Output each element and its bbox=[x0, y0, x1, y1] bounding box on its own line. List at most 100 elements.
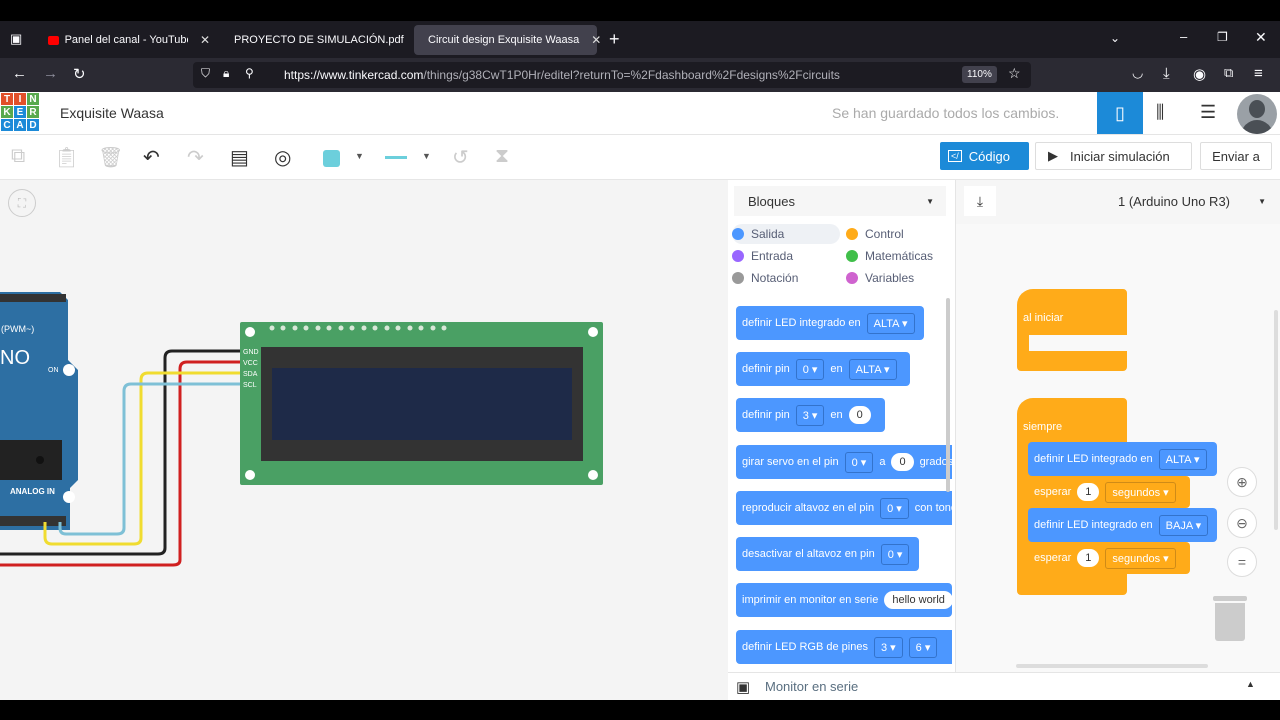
trash-icon[interactable] bbox=[1213, 596, 1247, 642]
paste-icon[interactable]: 📋︎ bbox=[54, 147, 80, 169]
category-control[interactable]: Control bbox=[846, 227, 904, 241]
category-entrada[interactable]: Entrada bbox=[732, 249, 793, 263]
circuit-diagram: (PWM~) NO ON ANALOG IN GND VCC SDA SCL bbox=[0, 292, 603, 567]
design-title[interactable]: Exquisite Waasa bbox=[60, 105, 164, 121]
schematic-view-icon[interactable]: ⫼ bbox=[1156, 102, 1165, 122]
category-variables[interactable]: Variables bbox=[846, 271, 914, 285]
fit-view-icon[interactable]: ⛶ bbox=[8, 189, 36, 217]
tab-list-icon[interactable]: ▣ bbox=[10, 31, 23, 46]
breadboard-icon: ▯ bbox=[1115, 102, 1125, 123]
close-tab-icon[interactable]: ✕ bbox=[199, 33, 210, 47]
editor-mode-dropdown[interactable]: Bloques ▼ bbox=[734, 186, 946, 216]
restore-button[interactable]: ❐ bbox=[1217, 30, 1228, 44]
wire-sda[interactable] bbox=[43, 371, 240, 546]
workspace-horizontal-scrollbar[interactable] bbox=[1016, 664, 1208, 668]
youtube-icon bbox=[48, 35, 59, 45]
device-dropdown[interactable]: 1 (Arduino Uno R3) ▼ bbox=[1106, 186, 1274, 216]
category-salida[interactable]: Salida bbox=[732, 227, 784, 241]
ws-block-wait-2[interactable]: esperar 1 segundos ▾ bbox=[1028, 542, 1190, 574]
color-picker[interactable]: ▼ bbox=[314, 145, 370, 171]
pocket-icon[interactable]: ◡ bbox=[1132, 65, 1144, 80]
palette-scrollbar[interactable] bbox=[946, 298, 950, 492]
wire-style-picker[interactable]: ▼ bbox=[376, 145, 434, 171]
redo-icon[interactable]: ↷ bbox=[187, 147, 204, 169]
color-swatch bbox=[323, 150, 340, 167]
new-tab-button[interactable]: + bbox=[609, 29, 620, 49]
svg-text:SDA: SDA bbox=[243, 371, 258, 378]
user-avatar[interactable] bbox=[1237, 94, 1277, 134]
notes-visibility-icon[interactable]: ◎ bbox=[274, 147, 292, 169]
forward-icon[interactable]: → bbox=[43, 65, 58, 82]
category-notacion[interactable]: Notación bbox=[732, 271, 798, 285]
extensions-icon[interactable]: ⧉ bbox=[1224, 65, 1234, 80]
component-list-icon[interactable]: ☰ bbox=[1200, 102, 1217, 122]
serial-monitor-bar[interactable]: ▣ Monitor en serie ▲ bbox=[728, 672, 1280, 700]
circuit-canvas[interactable]: ⛶ (PWM~) NO ON ANALOG IN GND VCC SDA SCL bbox=[0, 180, 728, 700]
chevron-down-icon: ▼ bbox=[422, 151, 431, 161]
circuit-view-button[interactable]: ▯ bbox=[1097, 92, 1143, 134]
tab-tinkercad[interactable]: Circuit design Exquisite Waasa ✕ bbox=[414, 25, 601, 55]
back-icon[interactable]: ← bbox=[12, 65, 27, 82]
chevron-down-icon: ▼ bbox=[926, 196, 934, 206]
play-icon: ▶ bbox=[1048, 148, 1058, 163]
minimize-button[interactable]: – bbox=[1180, 29, 1188, 44]
url-bar[interactable]: ⛉ 🔒︎ ⚲ https://www.tinkercad.com/things/… bbox=[193, 62, 1031, 88]
chevron-down-icon: ▼ bbox=[1258, 196, 1266, 206]
code-workspace[interactable]: al iniciar siempre definir LED integrado… bbox=[956, 224, 1280, 672]
wire-scl[interactable] bbox=[58, 382, 240, 536]
tab-pdf[interactable]: PROYECTO DE SIMULACIÓN.pdf ✕ bbox=[226, 25, 438, 55]
chevron-up-icon[interactable]: ▲ bbox=[1246, 679, 1255, 689]
tinkercad-logo[interactable]: T I N K E R C A D bbox=[1, 93, 41, 133]
notacion-dot-icon bbox=[732, 272, 744, 284]
category-matematicas[interactable]: Matemáticas bbox=[846, 249, 933, 263]
matematicas-dot-icon bbox=[846, 250, 858, 262]
delete-icon[interactable]: 🗑︎ bbox=[98, 147, 124, 169]
reset-zoom-icon[interactable]: = bbox=[1227, 547, 1257, 577]
rotate-icon[interactable]: ↺ bbox=[452, 147, 469, 169]
permissions-icon[interactable]: ⚲ bbox=[245, 66, 254, 80]
code-button[interactable]: </ Código bbox=[940, 142, 1029, 170]
zoom-out-icon[interactable]: ⊖ bbox=[1227, 508, 1257, 538]
start-simulation-button[interactable]: ▶ Iniciar simulación bbox=[1035, 142, 1192, 170]
undo-icon[interactable]: ↶ bbox=[143, 147, 160, 169]
code-icon: </ bbox=[948, 150, 962, 162]
download-icon[interactable]: ⤓ bbox=[1163, 65, 1170, 82]
url-text[interactable]: https://www.tinkercad.com/things/g38CwT1… bbox=[284, 68, 840, 82]
shield-icon[interactable]: ⛉ bbox=[201, 66, 211, 80]
wire-vcc[interactable] bbox=[0, 360, 240, 567]
reload-icon[interactable]: ↻ bbox=[73, 66, 86, 83]
bookmark-star-icon[interactable]: ☆ bbox=[1008, 65, 1021, 81]
menu-icon[interactable]: ≡ bbox=[1254, 65, 1263, 82]
download-code-icon[interactable]: ⤓ bbox=[964, 186, 996, 216]
notes-icon[interactable]: ▤ bbox=[230, 147, 249, 169]
window-close-button[interactable]: ✕ bbox=[1255, 29, 1267, 45]
list-tabs-chevron-icon[interactable]: ⌄ bbox=[1110, 31, 1121, 45]
send-to-button[interactable]: Enviar a bbox=[1200, 142, 1272, 170]
wire-swatch bbox=[385, 156, 407, 159]
browser-tab-bar: ▣ Panel del canal - YouTube Studi ✕ PROY… bbox=[0, 21, 1280, 58]
account-icon[interactable]: ◉ bbox=[1193, 66, 1207, 83]
flip-icon[interactable]: ⧗ bbox=[495, 145, 510, 167]
zoom-level-badge[interactable]: 110% bbox=[962, 66, 997, 83]
zoom-in-icon[interactable]: ⊕ bbox=[1227, 467, 1257, 497]
hat-block-on-start[interactable]: al iniciar bbox=[1017, 289, 1127, 371]
close-tab-icon[interactable]: ✕ bbox=[591, 33, 602, 47]
copy-icon[interactable]: ⧉ bbox=[11, 145, 26, 167]
wire-gnd[interactable] bbox=[0, 349, 240, 556]
lock-icon[interactable]: 🔒︎ bbox=[223, 66, 230, 80]
salida-dot-icon bbox=[732, 228, 744, 240]
workspace-vertical-scrollbar[interactable] bbox=[1274, 310, 1278, 530]
ws-block-wait-1[interactable]: esperar 1 segundos ▾ bbox=[1028, 476, 1190, 508]
tab-youtube-studio[interactable]: Panel del canal - YouTube Studi ✕ bbox=[40, 25, 218, 55]
variables-dot-icon bbox=[846, 272, 858, 284]
